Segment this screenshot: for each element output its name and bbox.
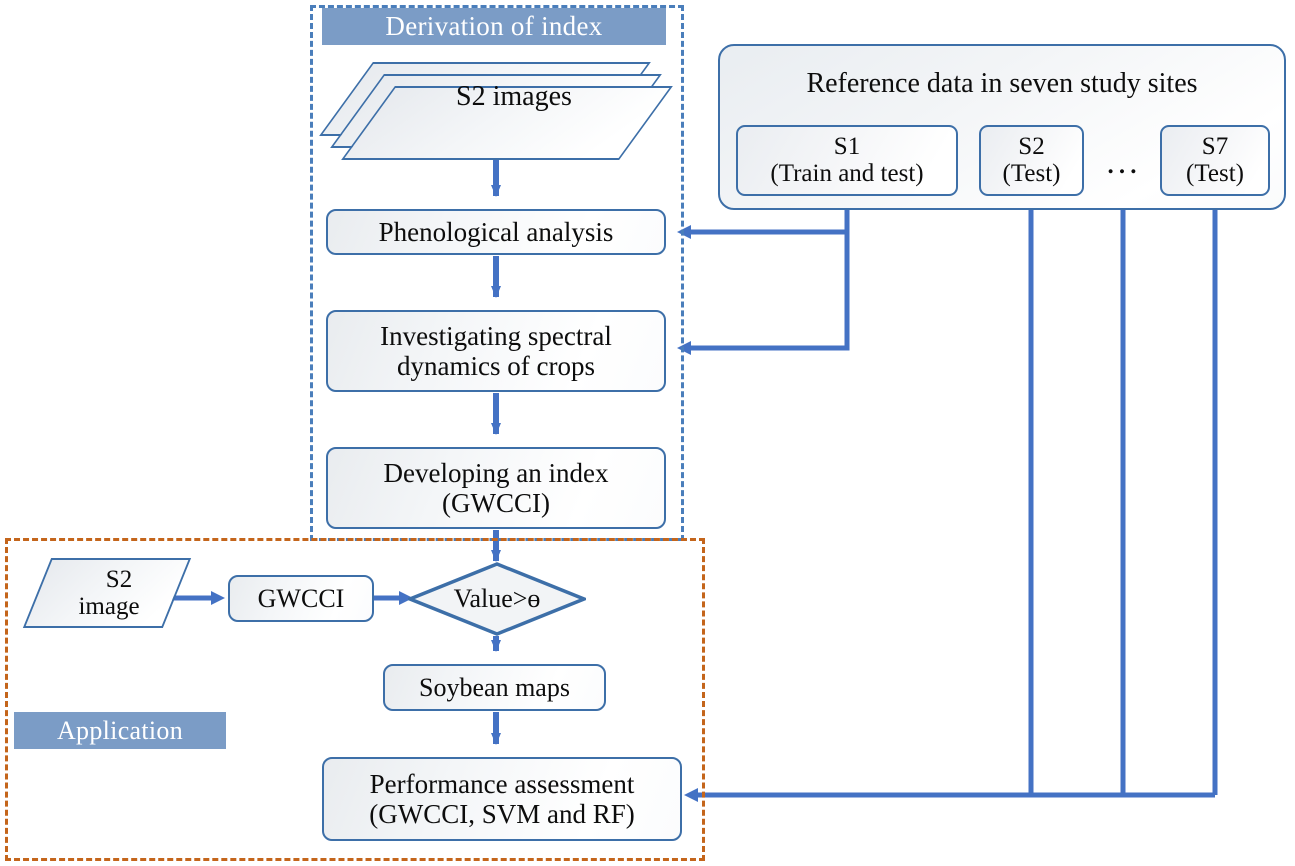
- performance-assessment-line-2: (GWCCI, SVM and RF): [369, 799, 635, 829]
- site-list-ellipsis: …: [1105, 144, 1141, 181]
- process-box-gwcci[interactable]: GWCCI: [228, 575, 374, 622]
- input-shape-s2-image-label: S2 image: [52, 560, 172, 626]
- input-shape-line-1: S2: [105, 566, 133, 593]
- decision-diamond-threshold-label: Value>ɵ: [453, 584, 541, 613]
- process-box-soybean-maps[interactable]: Soybean maps: [383, 664, 606, 711]
- reference-data-panel-title: Reference data in seven study sites: [806, 68, 1198, 99]
- investigating-line-1: Investigating spectral: [380, 320, 612, 351]
- process-box-phenological-analysis-label: Phenological analysis: [378, 216, 614, 247]
- application-section-label: Application: [14, 712, 226, 749]
- site-box-s2-name: S2: [1018, 133, 1045, 160]
- site-box-s7[interactable]: S7 (Test): [1160, 125, 1270, 196]
- process-box-gwcci-label: GWCCI: [257, 583, 345, 613]
- application-section-frame: [5, 538, 705, 861]
- s2-images-stack-label: S2 images: [456, 81, 572, 112]
- performance-assessment-line-1: Performance assessment: [369, 768, 635, 799]
- process-box-developing-an-index[interactable]: Developing an index (GWCCI): [326, 447, 666, 529]
- site-box-s1-name: S1: [833, 133, 861, 160]
- process-box-performance-assessment[interactable]: Performance assessment (GWCCI, SVM and R…: [322, 757, 682, 841]
- site-box-s1-role: (Train and test): [770, 159, 924, 187]
- developing-line-1: Developing an index: [383, 457, 609, 488]
- derivation-section-label: Derivation of index: [322, 8, 666, 45]
- input-shape-line-2: image: [78, 593, 140, 620]
- site-box-s7-name: S7: [1201, 133, 1229, 160]
- process-box-investigating-spectral-dynamics[interactable]: Investigating spectral dynamics of crops: [326, 310, 666, 392]
- developing-line-2: (GWCCI): [442, 488, 550, 518]
- site-box-s2-role: (Test): [1002, 159, 1061, 187]
- site-box-s7-role: (Test): [1186, 159, 1244, 187]
- process-box-investigating-spectral-dynamics-label: Investigating spectral dynamics of crops: [380, 321, 612, 381]
- process-box-phenological-analysis[interactable]: Phenological analysis: [326, 209, 666, 255]
- wire-s1-to-investigating: [677, 232, 850, 355]
- site-box-s2[interactable]: S2 (Test): [979, 125, 1084, 196]
- site-box-s1[interactable]: S1 (Train and test): [736, 125, 958, 196]
- process-box-soybean-maps-label: Soybean maps: [419, 672, 570, 702]
- process-box-performance-assessment-label: Performance assessment (GWCCI, SVM and R…: [369, 769, 635, 829]
- process-box-developing-an-index-label: Developing an index (GWCCI): [384, 458, 609, 518]
- decision-diamond-threshold[interactable]: Value>ɵ: [408, 562, 586, 636]
- investigating-line-2: dynamics of crops: [397, 351, 595, 381]
